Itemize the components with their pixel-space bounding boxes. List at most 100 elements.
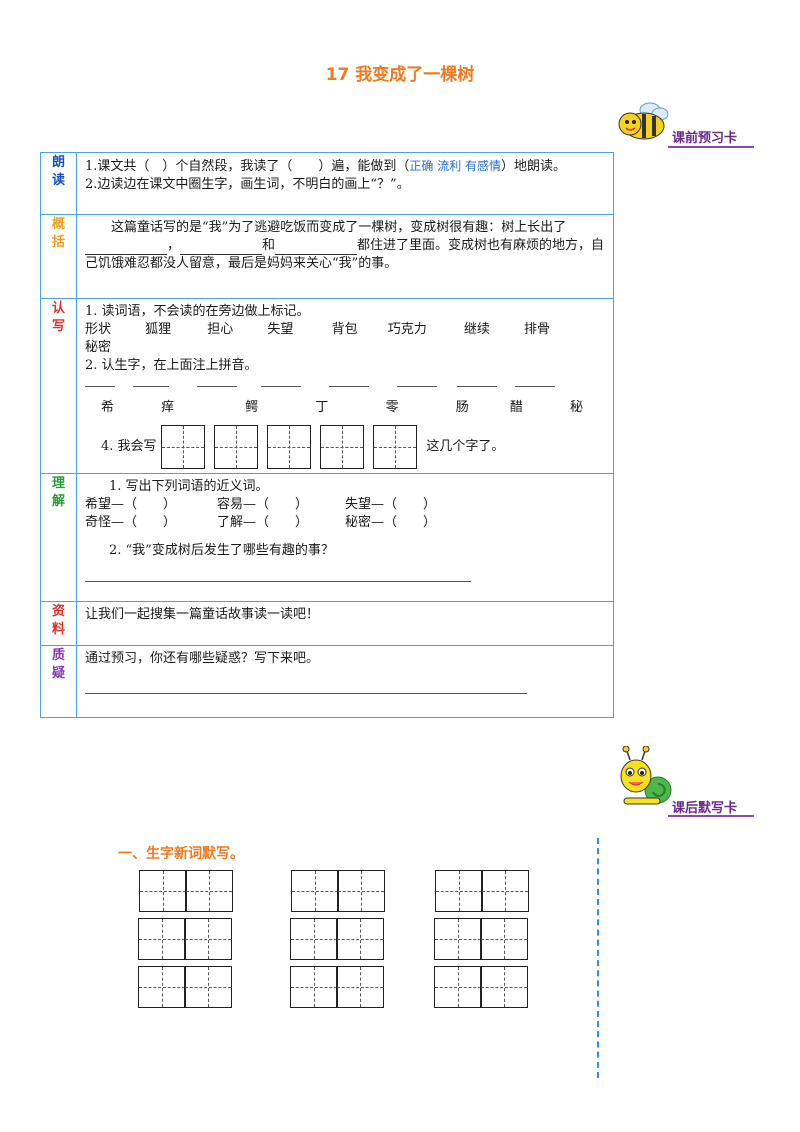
reading-line1-b: ）地朗读。: [501, 159, 567, 174]
pinyin-blank[interactable]: [197, 385, 237, 387]
word-item: 形状: [85, 322, 112, 337]
page-title: 17 我变成了一棵树: [325, 65, 475, 85]
pinyin-blank[interactable]: [515, 385, 555, 387]
section-question: 通过预习，你还有哪些疑惑？写下来吧。: [76, 645, 614, 718]
badge-underline: [668, 146, 754, 148]
writing-grid-box[interactable]: [373, 425, 418, 469]
section-label-question: 质疑: [40, 645, 77, 718]
summary-blank-2[interactable]: [180, 240, 263, 255]
dictation-grid[interactable]: [137, 918, 232, 960]
section-understand: 1. 写出下列词语的近义词。 希望—（ ）容易—（ ）失望—（ ） 奇怪—（ ）…: [76, 473, 614, 602]
dictation-grid[interactable]: [433, 966, 528, 1008]
grid-cell[interactable]: [137, 918, 186, 960]
char-item: 痒: [161, 400, 175, 415]
grid-cell[interactable]: [433, 966, 482, 1008]
write-item4-b: 这几个字了。: [426, 439, 505, 454]
word-item: 巧克力: [387, 322, 427, 337]
dictation-grid[interactable]: [434, 870, 529, 912]
synonym-item: 奇怪—（ ）: [85, 515, 177, 530]
reading-line1-a: 1.课文共（ ）个自然段，我读了（ ）遍，能做到（: [85, 159, 410, 174]
section-write: 1. 读词语，不会读的在旁边做上标记。 形状 狐狸 担心 失望 背包 巧克力 继…: [76, 298, 614, 474]
snail-icon: [620, 746, 672, 805]
word-item: 排骨: [523, 322, 550, 337]
badge-underline: [668, 815, 754, 817]
write-item4: 4. 我会写 这几个字了。: [85, 425, 605, 469]
grid-cell[interactable]: [137, 966, 186, 1008]
grid-cell[interactable]: [336, 966, 384, 1008]
pinyin-blank[interactable]: [85, 385, 115, 387]
material-text: 让我们一起搜集一篇童话故事读一读吧！: [85, 607, 320, 622]
write-item2: 2. 认生字，在上面注上拼音。: [85, 358, 258, 373]
pinyin-blank[interactable]: [329, 385, 369, 387]
synonym-row-2: 奇怪—（ ）了解—（ ）秘密—（ ）: [85, 514, 605, 532]
grid-cell[interactable]: [481, 870, 529, 912]
write-item4-a: 4. 我会写: [101, 439, 157, 454]
char-item: 肠: [455, 400, 469, 415]
preview-badge: 课前预习卡: [672, 131, 738, 146]
dictation-badge: 课后默写卡: [672, 801, 738, 816]
char-item: 秘: [569, 400, 583, 415]
dictation-grid[interactable]: [433, 918, 528, 960]
word-item: 背包: [331, 322, 358, 337]
grid-cell[interactable]: [480, 966, 528, 1008]
dictation-heading: 一、生字新词默写。: [118, 846, 244, 862]
pinyin-blanks: [85, 375, 605, 393]
grid-cell[interactable]: [184, 918, 232, 960]
grid-cell[interactable]: [337, 870, 385, 912]
question-text: 通过预习，你还有哪些疑惑？写下来吧。: [85, 651, 320, 666]
char-item: 希: [101, 400, 115, 415]
word-item: 秘密: [85, 340, 112, 355]
pinyin-blank[interactable]: [261, 385, 301, 387]
word-item: 担心: [207, 322, 234, 337]
grid-cell[interactable]: [138, 870, 187, 912]
dictation-grid[interactable]: [289, 918, 384, 960]
grid-cell[interactable]: [336, 918, 384, 960]
answer-line[interactable]: [85, 692, 527, 694]
synonym-item: 失望—（ ）: [345, 497, 437, 512]
char-list: 希 痒 鳄 丁 零 肠 醋 秘: [85, 399, 605, 417]
summary-blank-3[interactable]: [275, 240, 358, 255]
char-item: 醋: [509, 400, 523, 415]
writing-grid-box[interactable]: [266, 425, 311, 469]
word-item: 狐狸: [145, 322, 172, 337]
pinyin-blank[interactable]: [457, 385, 497, 387]
reading-line2: 2.边读边在课文中圈生字，画生词，不明白的画上“？”。: [85, 177, 410, 192]
dictation-grid[interactable]: [289, 966, 384, 1008]
pinyin-blank[interactable]: [397, 385, 437, 387]
grid-cell[interactable]: [289, 966, 338, 1008]
grid-cell[interactable]: [185, 870, 233, 912]
summary-comma: ，: [167, 238, 181, 253]
writing-grid-box[interactable]: [213, 425, 258, 469]
preview-card-table: 朗读 1.课文共（ ）个自然段，我读了（ ）遍，能做到（正确 流利 有感情）地朗…: [40, 152, 614, 718]
char-item: 零: [385, 400, 399, 415]
answer-line[interactable]: [85, 580, 471, 582]
section-label-write: 认写: [40, 298, 77, 474]
understand-q1: 1. 写出下列词语的近义词。: [109, 479, 269, 494]
grid-cell[interactable]: [184, 966, 232, 1008]
section-summary: 这篇童话写的是“我”为了逃避吃饭而变成了一棵树，变成树很有趣：树上长出了，和都住…: [76, 214, 614, 299]
reading-options: 正确 流利 有感情: [409, 159, 502, 173]
cut-line: [597, 838, 599, 1078]
dictation-grid[interactable]: [138, 870, 233, 912]
writing-grid-box[interactable]: [160, 425, 205, 469]
word-list: 形状 狐狸 担心 失望 背包 巧克力 继续 排骨 秘密: [85, 321, 605, 357]
grid-cell[interactable]: [433, 918, 482, 960]
section-label-reading: 朗读: [40, 152, 77, 215]
grid-cell[interactable]: [289, 918, 338, 960]
synonym-item: 容易—（ ）: [217, 497, 309, 512]
grid-cell[interactable]: [434, 870, 483, 912]
writing-grid-box[interactable]: [320, 425, 365, 469]
dictation-grid[interactable]: [137, 966, 232, 1008]
section-reading: 1.课文共（ ）个自然段，我读了（ ）遍，能做到（正确 流利 有感情）地朗读。 …: [76, 152, 614, 215]
section-label-understand: 理解: [40, 473, 77, 602]
dictation-grid[interactable]: [290, 870, 385, 912]
summary-text-a: 这篇童话写的是“我”为了逃避吃饭而变成了一棵树，变成树很有趣：树上长出了: [85, 220, 567, 235]
summary-blank-1[interactable]: [85, 240, 167, 255]
summary-text-b: 都住进了里面。变成树也有麻烦的地方，自己饥饿难忍都没人留意，最后是妈妈来关心“我…: [85, 238, 605, 271]
grid-cell[interactable]: [480, 918, 528, 960]
word-item: 失望: [267, 322, 294, 337]
grid-cell[interactable]: [290, 870, 339, 912]
section-label-summary: 概括: [40, 214, 77, 299]
char-item: 丁: [315, 400, 329, 415]
pinyin-blank[interactable]: [133, 385, 169, 387]
